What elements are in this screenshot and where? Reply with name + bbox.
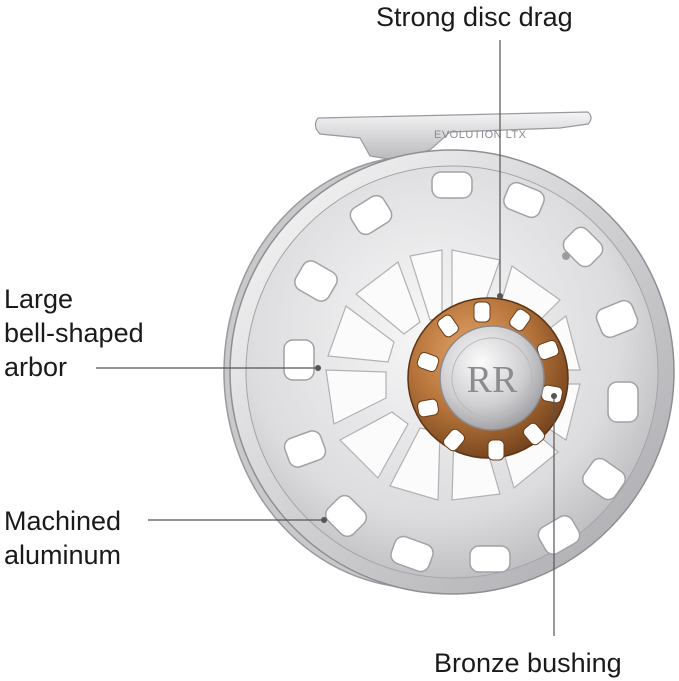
center-cap: RR — [439, 325, 545, 431]
reel-foot: EVOLUTION LTX — [314, 111, 592, 161]
callout-arbor: Large bell-shaped arbor — [4, 282, 144, 384]
frame-screw — [562, 252, 570, 260]
reel-logo-monogram: RR — [467, 359, 518, 401]
reel-engraving: EVOLUTION LTX — [434, 129, 527, 141]
callout-arbor-line-1: Large — [4, 284, 74, 314]
callout-arbor-line-2: bell-shaped — [4, 318, 144, 348]
callout-arbor-line-3: arbor — [4, 352, 68, 382]
callout-bronze-bushing: Bronze bushing — [434, 646, 622, 680]
callout-aluminum-line-1: Machined — [4, 506, 122, 536]
callout-aluminum-line-2: aluminum — [4, 540, 122, 570]
callout-aluminum: Machined aluminum — [4, 504, 121, 572]
callout-disc-drag-text: Strong disc drag — [376, 2, 573, 32]
callout-bushing-text: Bronze bushing — [434, 648, 622, 678]
leader-lines — [96, 40, 555, 636]
leader-points — [315, 293, 557, 523]
callout-disc-drag: Strong disc drag — [376, 0, 573, 34]
